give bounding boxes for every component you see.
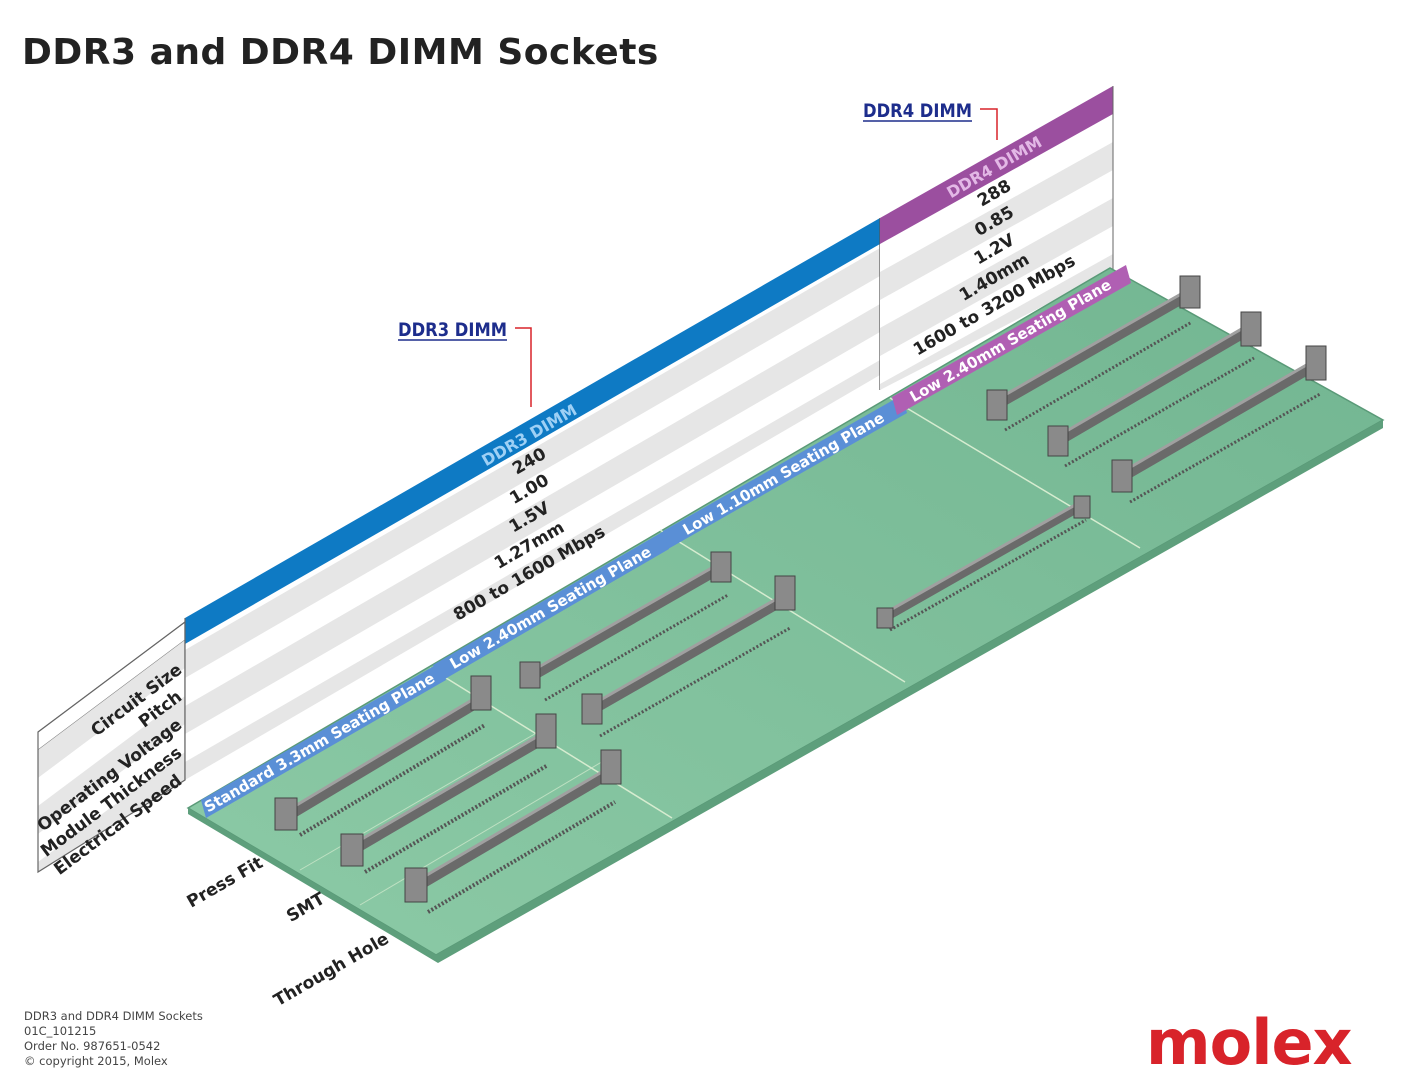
footer-copyright: © copyright 2015, Molex bbox=[24, 1054, 168, 1068]
socket-ddr4-a bbox=[986, 275, 1201, 432]
footer-order-number: Order No. 987651-0542 bbox=[24, 1039, 161, 1053]
molex-logo: molex bbox=[1146, 1006, 1352, 1079]
pcb-board bbox=[186, 267, 1385, 963]
ddr3-callout-label: DDR3 DIMM bbox=[398, 319, 507, 341]
socket-connectors bbox=[274, 275, 1327, 914]
socket-low110 bbox=[876, 495, 1091, 632]
mount-type-through-hole: Through Hole bbox=[270, 929, 392, 1011]
row-label-panel bbox=[37, 620, 186, 874]
page-title: DDR3 and DDR4 DIMM Sockets bbox=[22, 32, 659, 73]
ddr4-callout-label: DDR4 DIMM bbox=[863, 100, 972, 122]
socket-ddr4-c bbox=[1111, 345, 1327, 504]
callout-lines bbox=[398, 108, 998, 407]
socket-ddr4-b bbox=[1047, 311, 1262, 468]
socket-std-smt bbox=[340, 713, 557, 874]
socket-low240-b bbox=[581, 575, 796, 738]
socket-std-press-fit bbox=[274, 675, 492, 837]
footer-code: 01C_101215 bbox=[24, 1024, 97, 1038]
socket-low240-a bbox=[519, 551, 732, 702]
ddr3-spec-panel bbox=[184, 218, 881, 780]
mount-type-press-fit: Press Fit bbox=[184, 853, 267, 912]
mount-type-smt: SMT bbox=[283, 889, 329, 927]
ddr4-spec-panel bbox=[880, 86, 1114, 390]
seating-plane-bands bbox=[201, 265, 1131, 818]
footer-title: DDR3 and DDR4 DIMM Sockets bbox=[24, 1009, 203, 1023]
footer-info: DDR3 and DDR4 DIMM Sockets 01C_101215 Or… bbox=[24, 1009, 203, 1069]
socket-std-through-hole bbox=[404, 749, 622, 914]
